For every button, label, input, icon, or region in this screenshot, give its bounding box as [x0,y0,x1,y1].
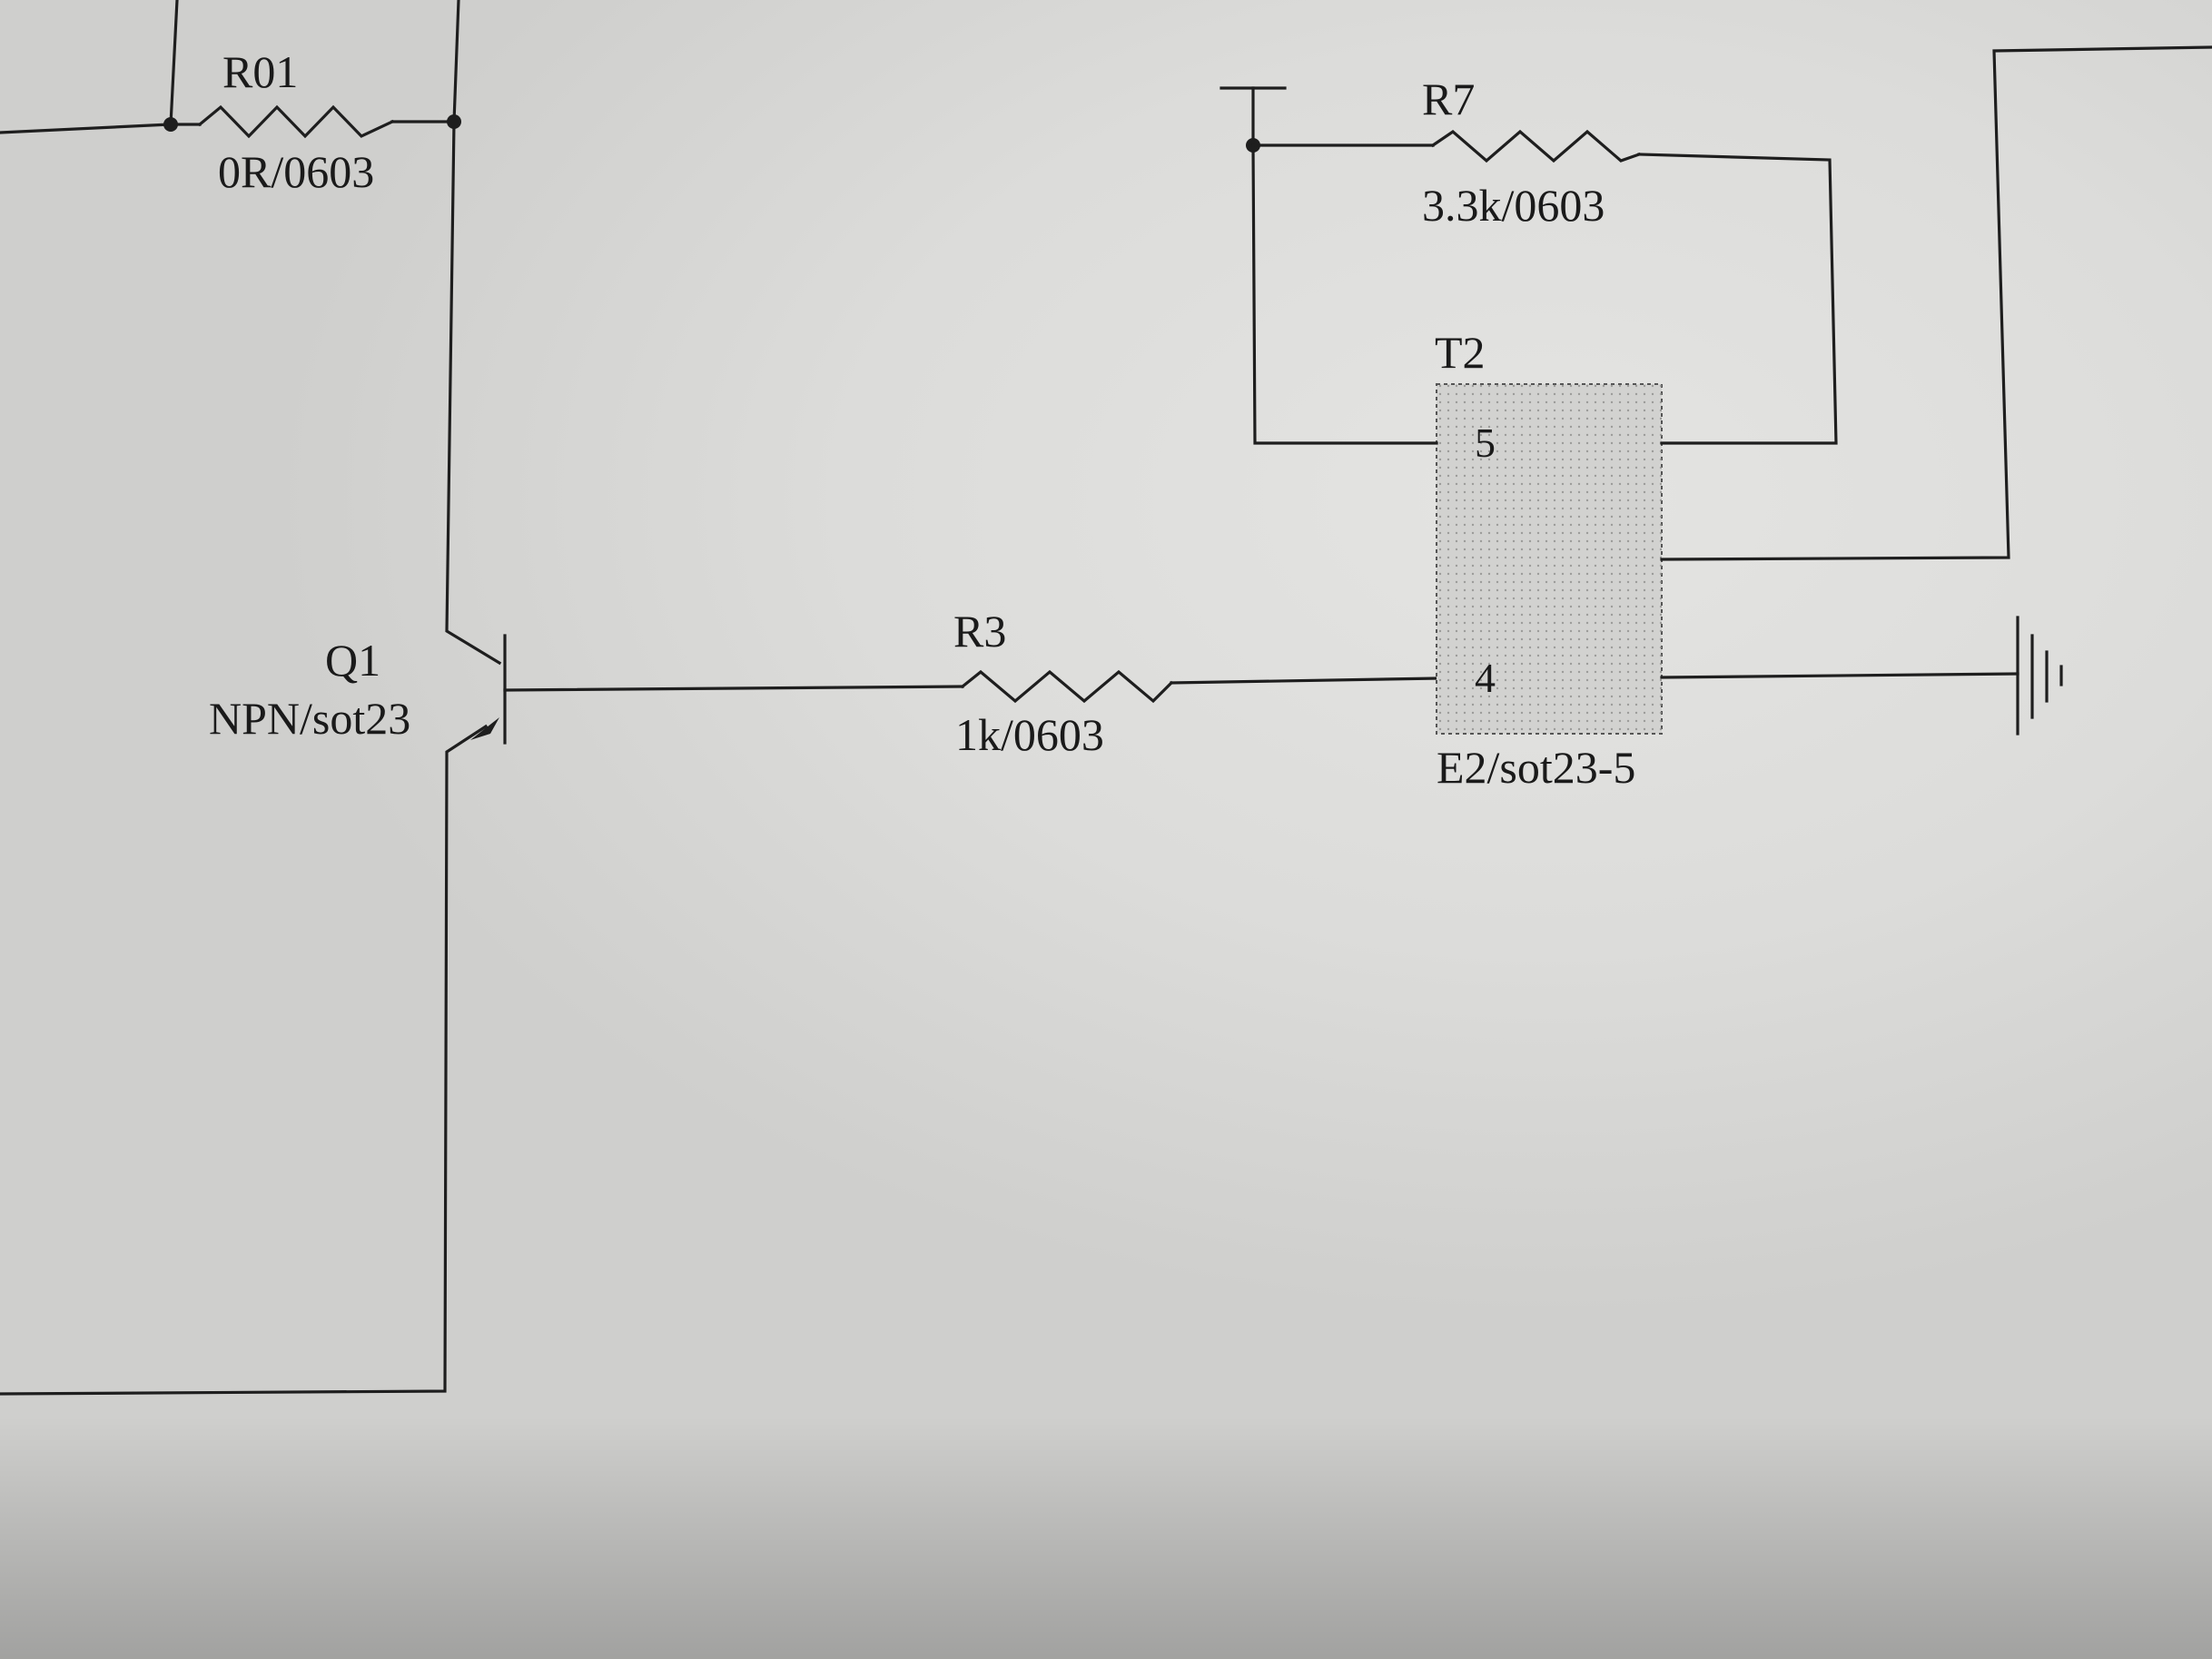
wire-t2-pin4-to-ground [1660,672,2019,679]
t2-pin-4-label: 4 [1475,655,1496,701]
t2-pin-5-label: 5 [1475,420,1496,466]
q1-ref-label: Q1 [325,635,380,686]
r7-value-label: 3.3k/0603 [1422,180,1605,231]
t2-value-label: E2/sot23-5 [1437,742,1635,793]
resistor-r01-icon[interactable] [197,104,395,139]
r01-ref-label: R01 [222,46,298,97]
resistor-r7-icon[interactable] [1430,129,1642,163]
r7-ref-label: R7 [1422,74,1475,124]
q1-value-label: NPN/sot23 [209,693,410,744]
junction-dot-icon [163,117,178,132]
r3-ref-label: R3 [953,606,1006,657]
paper-shadow [0,1417,2212,1659]
ground-icon [2016,616,2063,736]
resistor-r3-icon[interactable] [960,669,1174,704]
wire-q1-emitter-vertical [0,724,489,1396]
wire-r3-to-t2-pin4 [1170,676,1438,685]
wire-t2-output-right [1660,45,2212,561]
wire-q1-collector-vertical [445,0,502,666]
wire-r7-right-loop [1637,153,1838,445]
r3-value-label: 1k/0603 [955,709,1104,760]
r01-value-label: 0R/0603 [218,146,374,197]
ic-t2-icon[interactable] [1436,383,1663,735]
wire-left-vertical-top [169,0,179,126]
left-net [0,0,502,1396]
wire-pin5-left-loop [1251,143,1438,445]
power-flag-icon [1220,86,1287,147]
t2-ref-label: T2 [1435,327,1486,378]
junction-dot-icon [447,114,461,129]
npn-transistor-q1-icon[interactable] [470,634,964,745]
